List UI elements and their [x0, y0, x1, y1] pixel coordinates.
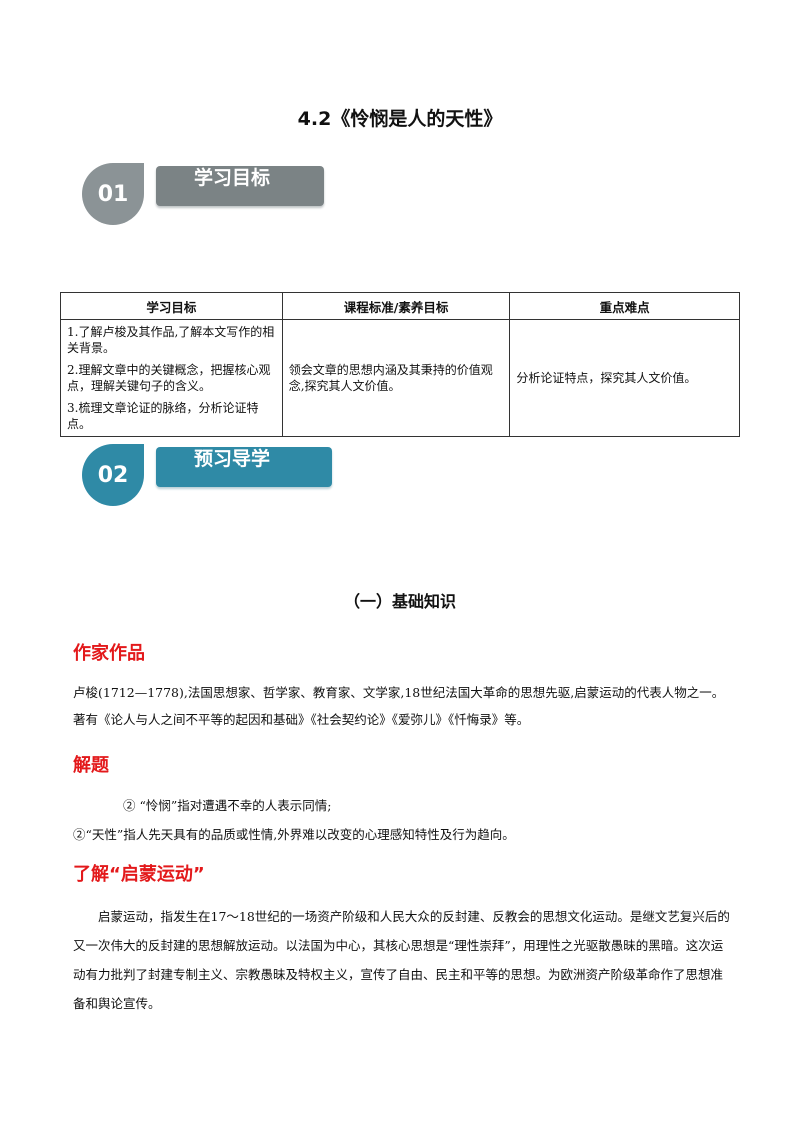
author-heading: 作家作品	[73, 643, 145, 664]
objective-item: 3.梳理文章论证的脉络，分析论证特点。	[67, 401, 259, 431]
table-row: 1.了解卢梭及其作品,了解本文写作的相关背景。 2.理解文章中的关键概念，把握核…	[60, 319, 740, 437]
objective-item: 2.理解文章中的关键概念，把握核心观点，理解关键句子的含义。	[67, 363, 271, 393]
section-banner-preview: 02 预习导学	[82, 444, 342, 506]
table-header-row: 学习目标 课程标准/素养目标 重点难点	[60, 292, 740, 320]
title-explain-item: ② “怜悯”指对遭遇不幸的人表示同情;	[123, 798, 332, 813]
table-header-cell: 重点难点	[509, 292, 740, 320]
objective-item: 1.了解卢梭及其作品,了解本文写作的相关背景。	[67, 325, 275, 355]
title-explain-item: ②“天性”指人先天具有的品质或性情,外界难以改变的心理感知特性及行为趋向。	[73, 827, 515, 842]
section-label: 预习导学	[156, 447, 332, 487]
standard-cell: 领会文章的思想内涵及其秉持的价值观念,探究其人文价值。	[281, 319, 511, 437]
section-label: 学习目标	[156, 166, 324, 206]
enlightenment-text: 启蒙运动，指发生在17～18世纪的一场资产阶级和人民大众的反封建、反教会的思想文…	[73, 909, 730, 1011]
section-banner-goals: 01 学习目标	[82, 163, 342, 225]
section-number-badge: 01	[82, 163, 144, 225]
section-number-badge: 02	[82, 444, 144, 506]
table-header-cell: 课程标准/素养目标	[281, 292, 511, 320]
title-explain-heading: 解题	[73, 755, 109, 776]
author-text: 卢梭(1712—1778),法国思想家、哲学家、教育家、文学家,18世纪法国大革…	[73, 685, 725, 727]
key-points-cell: 分析论证特点，探究其人文价值。	[509, 319, 740, 437]
enlightenment-heading: 了解“启蒙运动”	[73, 864, 205, 885]
basic-knowledge-heading: （一）基础知识	[343, 592, 456, 611]
goals-table: 学习目标 课程标准/素养目标 重点难点 1.了解卢梭及其作品,了解本文写作的相关…	[60, 292, 740, 437]
table-header-cell: 学习目标	[60, 292, 283, 320]
page-title: 4.2《怜悯是人的天性》	[297, 108, 503, 130]
objectives-cell: 1.了解卢梭及其作品,了解本文写作的相关背景。 2.理解文章中的关键概念，把握核…	[60, 319, 283, 437]
